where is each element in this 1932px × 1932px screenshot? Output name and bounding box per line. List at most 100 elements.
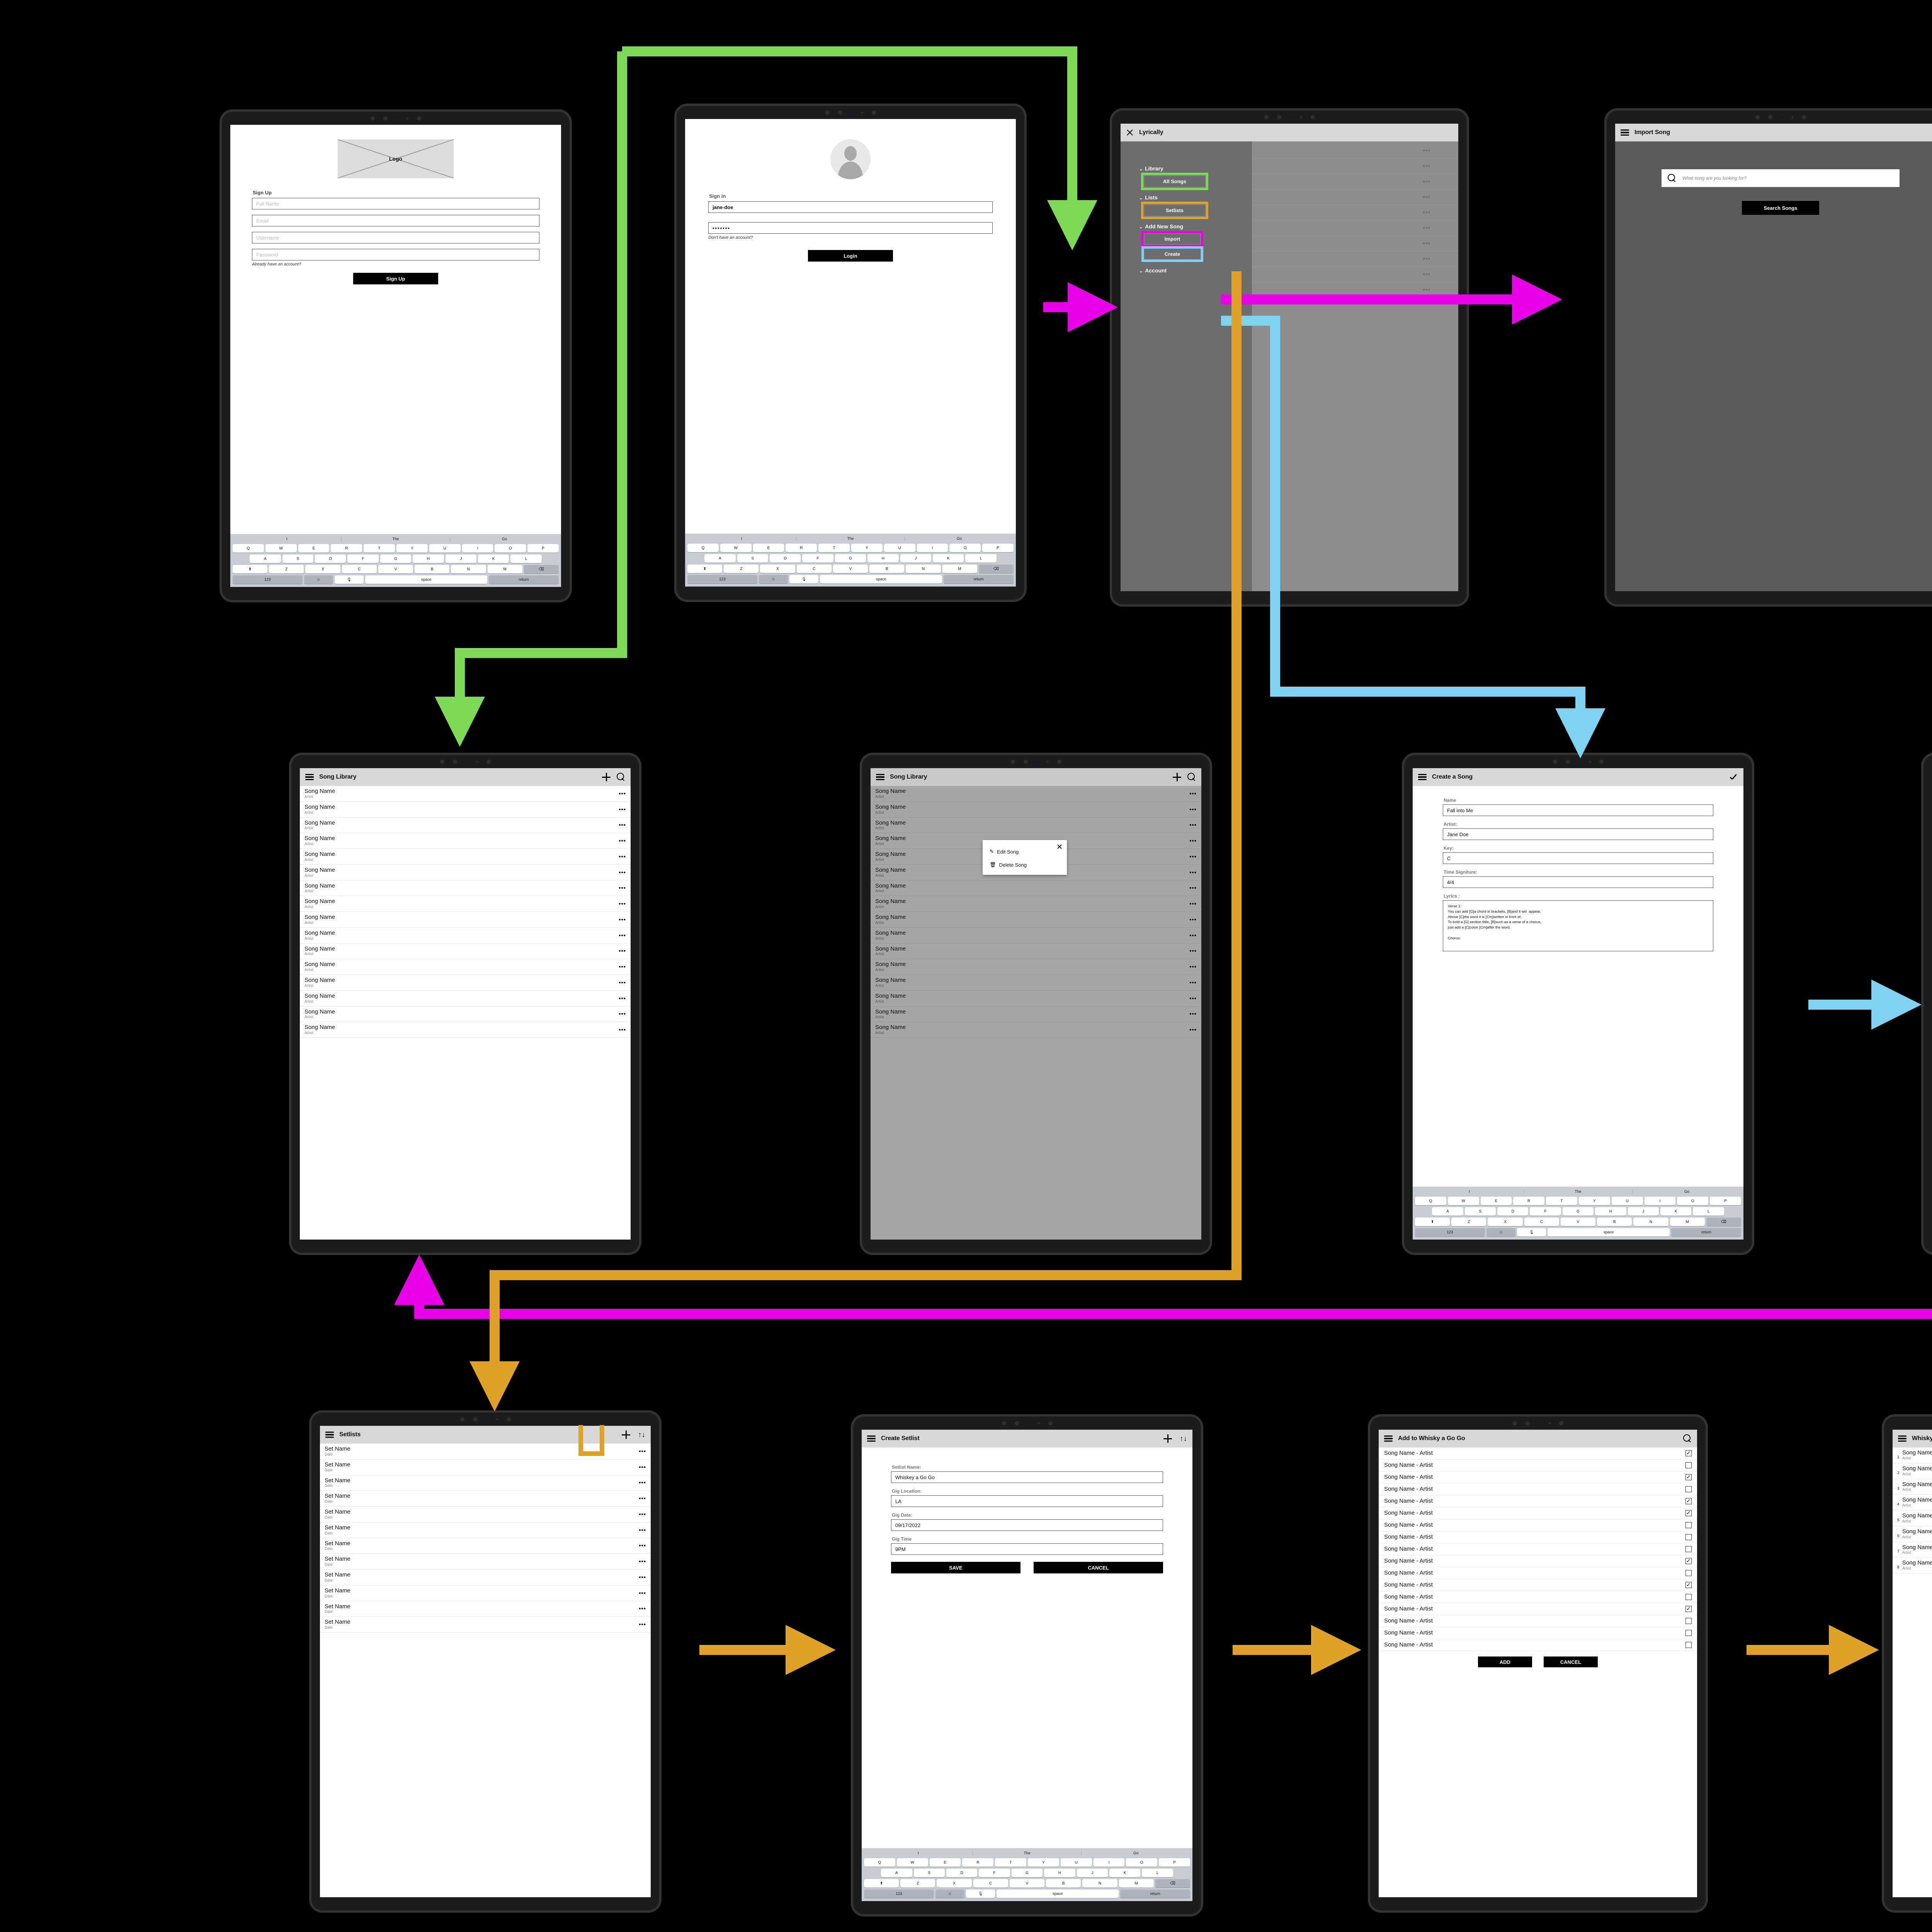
keyboard-row-4[interactable]: 123 ☺ 🎙 space return bbox=[1415, 1228, 1741, 1236]
keyboard-row-1[interactable]: Q W E R T Y U I O P bbox=[687, 544, 1014, 552]
suggestion-2[interactable]: Go bbox=[1081, 1851, 1190, 1855]
numbers-key[interactable]: 123 bbox=[687, 575, 757, 583]
full-name-field[interactable]: Full Name bbox=[252, 198, 539, 209]
row-checkbox[interactable] bbox=[1685, 1462, 1692, 1468]
row-checkbox[interactable]: ✓ bbox=[1685, 1558, 1692, 1564]
mic-key[interactable]: 🎙 bbox=[1517, 1228, 1546, 1236]
keyboard-row-4[interactable]: 123 ☺ 🎙 space return bbox=[233, 575, 559, 584]
add-button[interactable]: ADD bbox=[1478, 1656, 1532, 1667]
key-s[interactable]: S bbox=[282, 554, 313, 563]
key-l[interactable]: L bbox=[510, 554, 542, 563]
keyboard-row-3[interactable]: ⬆ Z X C V B N M ⌫ bbox=[1415, 1218, 1741, 1226]
key-v[interactable]: V bbox=[1560, 1218, 1596, 1226]
key-d[interactable]: D bbox=[315, 554, 346, 563]
row-overflow-icon[interactable]: ••• bbox=[639, 1448, 646, 1455]
keyboard-row-1[interactable]: Q W E R T Y U I O P bbox=[233, 544, 559, 553]
table-row[interactable]: Song Name - Artist bbox=[1379, 1591, 1697, 1603]
key-o[interactable]: O bbox=[1126, 1858, 1158, 1867]
emoji-key[interactable]: ☺ bbox=[759, 575, 788, 583]
keyboard-row-2[interactable]: A S D F G H J K L bbox=[864, 1869, 1190, 1877]
key-a[interactable]: A bbox=[881, 1869, 912, 1877]
key-y[interactable]: Y bbox=[1579, 1197, 1610, 1205]
row-overflow-icon[interactable]: ••• bbox=[639, 1558, 646, 1565]
table-row[interactable]: Song Name - Artist✓ bbox=[1379, 1555, 1697, 1567]
menu-item-create[interactable]: Create bbox=[1144, 248, 1201, 260]
lyrics-textarea[interactable]: Verse 1: You can add [G]a chord in brack… bbox=[1443, 900, 1713, 951]
menu-group-account[interactable]: ⌄Account bbox=[1139, 267, 1167, 274]
key-k[interactable]: K bbox=[478, 554, 509, 563]
key-u[interactable]: U bbox=[884, 544, 915, 552]
key-o[interactable]: O bbox=[949, 544, 981, 552]
key-q[interactable]: Q bbox=[233, 544, 264, 553]
menu-icon[interactable] bbox=[867, 1435, 876, 1442]
menu-icon[interactable] bbox=[1418, 774, 1427, 780]
suggestion-2[interactable]: Go bbox=[905, 536, 1014, 541]
keyboard-row-1[interactable]: Q W E R T Y U I O P bbox=[864, 1858, 1190, 1867]
key-a[interactable]: A bbox=[1432, 1207, 1463, 1216]
gig-location-field[interactable]: LA bbox=[891, 1495, 1163, 1507]
space-key[interactable]: space bbox=[365, 575, 488, 584]
song-name-field[interactable]: Fall into Me bbox=[1443, 804, 1713, 816]
row-overflow-icon[interactable]: ••• bbox=[619, 869, 626, 876]
numbers-key[interactable]: 123 bbox=[864, 1889, 934, 1898]
signin-password-field[interactable]: ••••••• bbox=[708, 222, 993, 234]
key-i[interactable]: I bbox=[462, 544, 493, 553]
key-v[interactable]: V bbox=[1009, 1879, 1045, 1888]
cancel-button[interactable]: CANCEL bbox=[1544, 1656, 1598, 1667]
key-w[interactable]: W bbox=[896, 1858, 928, 1867]
return-key[interactable]: return bbox=[1120, 1889, 1190, 1898]
key-s[interactable]: S bbox=[737, 554, 768, 563]
table-row[interactable]: Song Name - Artist✓ bbox=[1379, 1471, 1697, 1483]
suggestion-0[interactable]: I bbox=[917, 1851, 919, 1855]
shift-key[interactable]: ⬆ bbox=[1415, 1218, 1450, 1226]
key-i[interactable]: I bbox=[917, 544, 948, 552]
suggestion-1[interactable]: The bbox=[796, 536, 905, 541]
key-r[interactable]: R bbox=[786, 544, 817, 552]
row-checkbox[interactable] bbox=[1685, 1534, 1692, 1540]
no-account-link[interactable]: Don't have an account? bbox=[708, 235, 753, 240]
onscreen-keyboard[interactable]: I The Go Q W E R T Y U I O P A S D bbox=[230, 534, 561, 587]
row-overflow-icon[interactable]: ••• bbox=[639, 1511, 646, 1518]
key-n[interactable]: N bbox=[451, 565, 486, 573]
onscreen-keyboard[interactable]: I The Go Q W E R T Y U I O P A S D bbox=[1413, 1187, 1743, 1240]
key-e[interactable]: E bbox=[753, 544, 784, 552]
keyboard-row-1[interactable]: Q W E R T Y U I O P bbox=[1415, 1197, 1741, 1205]
backspace-key[interactable]: ⌫ bbox=[524, 565, 559, 573]
key-p[interactable]: P bbox=[527, 544, 559, 553]
key-e[interactable]: E bbox=[929, 1858, 961, 1867]
key-r[interactable]: R bbox=[1513, 1197, 1545, 1205]
key-r[interactable]: R bbox=[331, 544, 362, 553]
key-x[interactable]: X bbox=[937, 1879, 972, 1888]
keyboard-row-2[interactable]: A S D F G H J K L bbox=[687, 554, 1014, 563]
key-b[interactable]: B bbox=[415, 565, 450, 573]
email-field[interactable]: Email bbox=[252, 215, 539, 226]
table-row[interactable]: Song Name - Artist bbox=[1379, 1627, 1697, 1639]
menu-group-lists[interactable]: ⌄Lists bbox=[1139, 194, 1158, 201]
space-key[interactable]: space bbox=[820, 575, 942, 583]
key-w[interactable]: W bbox=[265, 544, 297, 553]
suggestion-1[interactable]: The bbox=[341, 537, 450, 541]
backspace-key[interactable]: ⌫ bbox=[978, 565, 1014, 573]
row-overflow-icon[interactable]: ••• bbox=[619, 822, 626, 829]
menu-icon[interactable] bbox=[876, 774, 884, 780]
key-c[interactable]: C bbox=[1524, 1218, 1559, 1226]
emoji-key[interactable]: ☺ bbox=[935, 1889, 964, 1898]
